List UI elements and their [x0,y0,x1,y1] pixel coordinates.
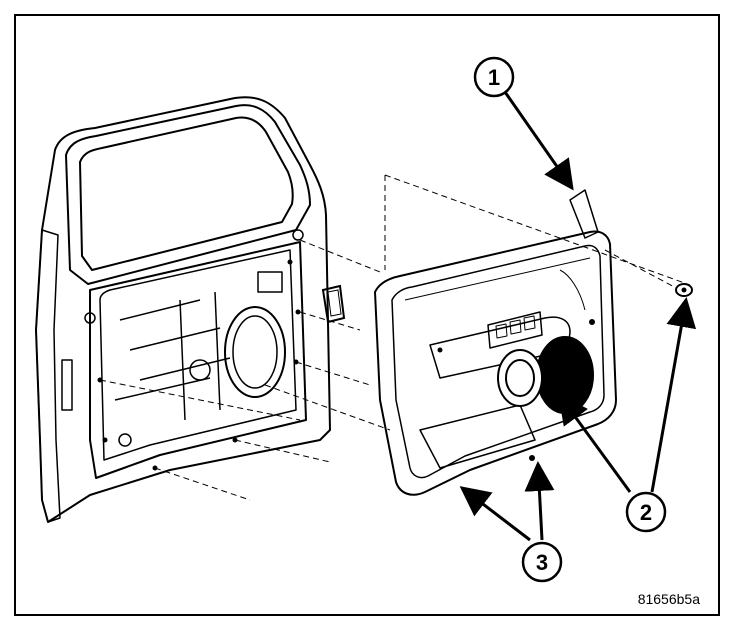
door-shell [35,96,331,523]
trim-screw-holes [437,319,595,461]
speaker-grille [497,336,594,414]
clip-fastener [321,284,346,324]
callout-3: 3 [521,541,563,583]
push-pin-screw [675,283,693,297]
callout-2: 2 [625,491,667,533]
alignment-lines [99,174,691,501]
callout-1: 1 [473,56,515,98]
figure-code: 81656b5a [638,591,701,607]
callout-1-label: 1 [488,65,500,90]
shell-fastener-holes [97,259,301,471]
callout-2-label: 2 [640,500,652,525]
callout-leaders [459,91,697,542]
door-trim-panel [374,189,617,496]
callout-3-label: 3 [536,550,548,575]
